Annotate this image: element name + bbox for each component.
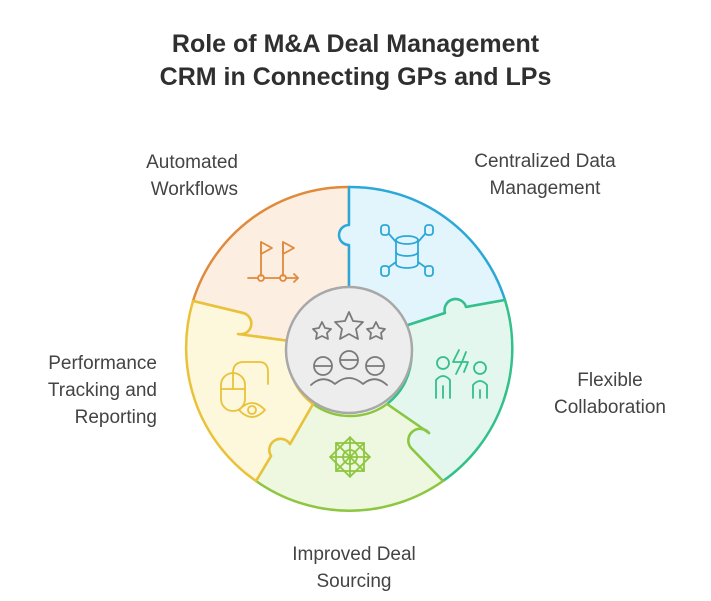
stars-and-people-icon [310, 311, 388, 386]
label-line: Automated [146, 152, 238, 173]
label-line: Reporting [74, 407, 157, 428]
diagram-title: Role of M&A Deal Management CRM in Conne… [0, 28, 711, 94]
title-line-1: Role of M&A Deal Management [171, 30, 540, 58]
label-line: Management [489, 178, 601, 199]
label-flexible-collaboration: Flexible Collaboration [535, 367, 685, 421]
label-line: Centralized Data [474, 151, 616, 172]
label-line: Improved Deal [292, 544, 416, 565]
label-automated-workflows: Automated Workflows [146, 149, 238, 203]
label-line: Flexible [577, 370, 643, 391]
label-centralized-data: Centralized Data Management [455, 148, 635, 202]
label-line: Tracking and [47, 380, 157, 401]
title-line-2: CRM in Connecting GPs and LPs [159, 63, 552, 91]
label-line: Collaboration [554, 397, 666, 418]
center-hub [284, 285, 414, 415]
label-performance-tracking: Performance Tracking and Reporting [48, 350, 157, 431]
segment-performance-tracking [184, 299, 315, 483]
label-line: Sourcing [316, 571, 392, 592]
flags-path-icon [247, 241, 299, 283]
database-network-icon [380, 224, 434, 277]
label-improved-deal-sourcing: Improved Deal Sourcing [256, 541, 452, 595]
mouse-eye-icon [220, 361, 269, 418]
label-line: Workflows [150, 179, 238, 200]
mandala-icon [329, 436, 371, 478]
collaborating-people-icon [435, 349, 488, 399]
label-line: Performance [48, 353, 157, 374]
